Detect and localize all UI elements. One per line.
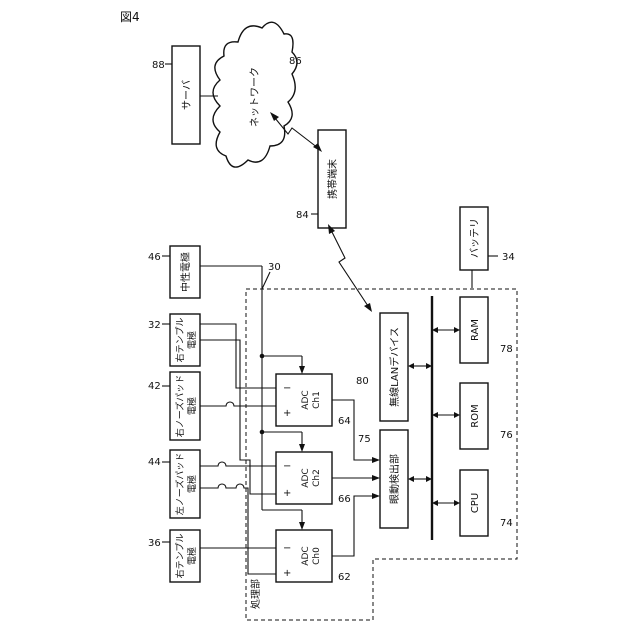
right-nose-ref: 42 (148, 381, 161, 392)
rom-label: ROM (470, 404, 481, 427)
network-label: ネットワーク (249, 67, 261, 127)
processing-unit-ref: 30 (268, 262, 281, 273)
adc-ch2-line1: ADC (301, 468, 311, 487)
adc-ch0-line2: Ch0 (312, 547, 322, 565)
electrode-adc-wires (200, 324, 276, 574)
adc-ch1-ref: 64 (338, 416, 351, 427)
cpu-label: CPU (470, 493, 481, 513)
right-nose-line2: 電極 (186, 397, 198, 415)
right-temple-ref: 32 (148, 320, 161, 331)
right-temple-line1: 右テンプル (174, 318, 186, 363)
battery-label: バッテリ (469, 218, 481, 258)
bus-connections (412, 330, 456, 503)
ram-label: RAM (470, 319, 481, 341)
adc-ch0-ref: 62 (338, 572, 351, 583)
adc-ch0-line1: ADC (301, 546, 311, 565)
network-ref: 86 (289, 56, 302, 67)
processing-unit-label: 処理部 (249, 579, 262, 609)
right-temple-line2: 電極 (186, 331, 198, 349)
mobile-label: 携帯端末 (326, 159, 339, 199)
adc-ch1-plus: + (283, 408, 291, 419)
wlan-device-label: 無線LANデバイス (388, 327, 401, 407)
adc-ch0-minus: − (283, 543, 291, 554)
left-nose-line2: 電極 (186, 475, 198, 493)
adc-ch2-plus: + (283, 488, 291, 499)
motion-detector-ref: 75 (358, 434, 371, 445)
adc-ch2-minus: − (283, 461, 291, 472)
figure-label: 図4 (120, 10, 140, 24)
adc-ch2-ref: 66 (338, 494, 351, 505)
neutral-electrode-ref: 46 (148, 252, 161, 263)
left-nose-ref: 44 (148, 457, 161, 468)
mobile-ref: 84 (296, 210, 309, 221)
left-temple-line2: 電極 (186, 547, 198, 565)
neutral-electrode-label: 中性電極 (179, 252, 192, 292)
rom-ref: 76 (500, 430, 513, 441)
left-nose-line1: 左ノーズパッド (174, 453, 186, 516)
adc-ch2-line2: Ch2 (312, 469, 322, 487)
server-label: サーバ (181, 80, 193, 110)
wlan-device-ref: 80 (356, 376, 369, 387)
ram-ref: 78 (500, 344, 513, 355)
adc-ch1-line2: Ch1 (312, 391, 322, 409)
wireless-link-mobile-wlan (331, 230, 368, 306)
left-temple-line1: 右テンプル (174, 534, 186, 579)
adc-ch1-line1: ADC (301, 390, 311, 409)
adc-ch0-plus: + (283, 568, 291, 579)
server-ref: 88 (152, 60, 165, 71)
motion-detector-label: 眼動検出部 (388, 454, 401, 504)
cpu-ref: 74 (500, 518, 513, 529)
left-temple-ref: 36 (148, 538, 161, 549)
right-nose-line1: 右ノーズパッド (174, 375, 186, 438)
adc-ch1-minus: − (283, 383, 291, 394)
battery-ref: 34 (502, 252, 515, 263)
